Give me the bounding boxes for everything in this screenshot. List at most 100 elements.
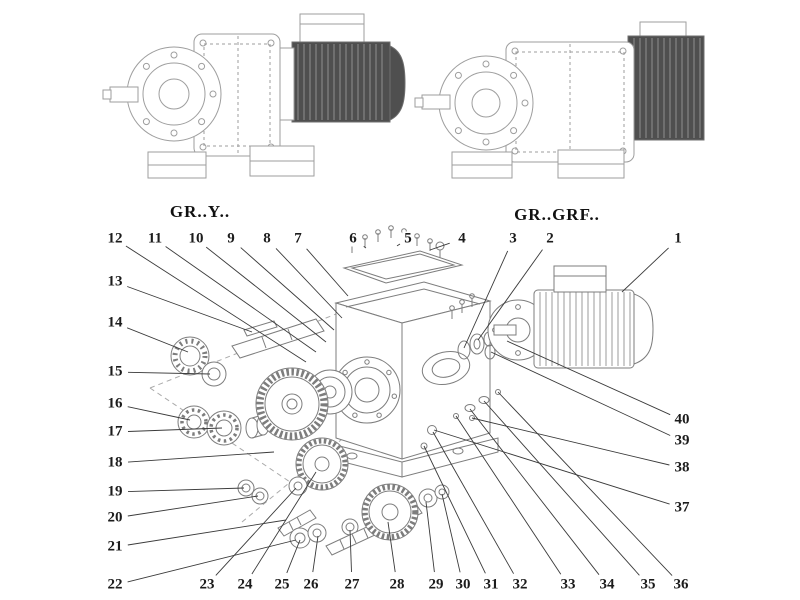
leader-line-29 bbox=[425, 501, 435, 573]
leader-line-7 bbox=[306, 248, 349, 297]
part-callout-9: 9 bbox=[225, 230, 237, 247]
part-callout-33: 33 bbox=[558, 576, 578, 593]
part-callout-25: 25 bbox=[272, 576, 292, 593]
part-callout-11: 11 bbox=[145, 230, 165, 247]
leader-line-12 bbox=[125, 245, 307, 363]
part-callout-17: 17 bbox=[105, 423, 125, 440]
part-callout-30: 30 bbox=[453, 576, 473, 593]
leader-line-9 bbox=[240, 247, 335, 331]
leader-line-2 bbox=[477, 249, 543, 341]
top-cover bbox=[342, 250, 464, 284]
motor-fins-icon bbox=[297, 44, 383, 120]
cover-bolts bbox=[349, 225, 433, 253]
leader-line-6 bbox=[363, 246, 367, 249]
bearings bbox=[177, 405, 270, 446]
leader-line-18 bbox=[127, 451, 275, 463]
leader-line-40 bbox=[506, 340, 671, 416]
part-callout-35: 35 bbox=[638, 576, 658, 593]
model-label-gr-y: GR..Y.. bbox=[169, 202, 231, 221]
leader-line-37 bbox=[433, 429, 670, 505]
part-callout-34: 34 bbox=[597, 576, 617, 593]
leader-line-10 bbox=[205, 246, 327, 343]
leader-line-14 bbox=[126, 327, 189, 353]
part-callout-13: 13 bbox=[105, 273, 125, 290]
part-callout-18: 18 bbox=[105, 454, 125, 471]
leader-line-26 bbox=[312, 535, 319, 573]
part-callout-7: 7 bbox=[292, 230, 304, 247]
output-shaft-assembly bbox=[289, 483, 450, 556]
leader-line-8 bbox=[275, 248, 343, 319]
output-shaft bbox=[109, 86, 139, 103]
gr-grf-assembly-drawing bbox=[414, 21, 705, 179]
gr-y-assembly-drawing bbox=[102, 13, 406, 179]
part-callout-26: 26 bbox=[301, 576, 321, 593]
leader-line-11 bbox=[165, 246, 317, 353]
leader-line-32 bbox=[432, 431, 514, 574]
part-callout-21: 21 bbox=[105, 538, 125, 555]
intermediate-pinion bbox=[277, 509, 317, 537]
fan-cover bbox=[627, 35, 705, 141]
leader-line-15 bbox=[127, 371, 211, 375]
part-callout-39: 39 bbox=[672, 432, 692, 449]
part-callout-31: 31 bbox=[481, 576, 501, 593]
part-callout-27: 27 bbox=[342, 576, 362, 593]
leader-line-33 bbox=[455, 415, 562, 575]
part-callout-32: 32 bbox=[510, 576, 530, 593]
leader-lines bbox=[125, 242, 673, 583]
intermediate-gear bbox=[295, 437, 349, 491]
part-callout-8: 8 bbox=[261, 230, 273, 247]
part-callout-2: 2 bbox=[544, 230, 556, 247]
coupling-parts bbox=[449, 293, 495, 360]
leader-line-16 bbox=[127, 406, 191, 421]
part-callout-38: 38 bbox=[672, 459, 692, 476]
leader-line-28 bbox=[387, 521, 396, 573]
input-shaft-assembly bbox=[170, 318, 325, 387]
leader-line-30 bbox=[441, 493, 461, 573]
leader-line-19 bbox=[127, 487, 245, 493]
leader-line-4 bbox=[429, 242, 450, 251]
large-gear bbox=[255, 367, 329, 441]
leader-line-3 bbox=[463, 250, 509, 349]
motor-fins-icon bbox=[539, 292, 631, 366]
part-callout-29: 29 bbox=[426, 576, 446, 593]
part-callout-19: 19 bbox=[105, 483, 125, 500]
part-callout-1: 1 bbox=[672, 230, 684, 247]
part-callout-36: 36 bbox=[671, 576, 691, 593]
leader-line-24 bbox=[251, 471, 317, 575]
leader-line-35 bbox=[483, 400, 640, 576]
gears bbox=[237, 367, 353, 505]
part-callout-12: 12 bbox=[105, 230, 125, 247]
leader-line-25 bbox=[286, 539, 301, 574]
part-callout-20: 20 bbox=[105, 509, 125, 526]
motor-body bbox=[291, 41, 391, 123]
part-callout-40: 40 bbox=[672, 411, 692, 428]
part-callout-10: 10 bbox=[186, 230, 206, 247]
leader-line-23 bbox=[215, 487, 297, 576]
part-callout-15: 15 bbox=[105, 363, 125, 380]
part-callout-22: 22 bbox=[105, 576, 125, 593]
leader-line-27 bbox=[349, 529, 352, 573]
model-label-gr-grf: GR..GRF.. bbox=[514, 205, 600, 224]
gear-housing bbox=[319, 281, 499, 478]
part-callout-6: 6 bbox=[347, 230, 359, 247]
part-callout-28: 28 bbox=[387, 576, 407, 593]
exploded-view-drawing bbox=[149, 225, 654, 556]
part-callout-23: 23 bbox=[197, 576, 217, 593]
output-shaft bbox=[421, 94, 451, 110]
leader-line-34 bbox=[469, 408, 600, 575]
leader-line-5 bbox=[396, 243, 401, 247]
electric-motor bbox=[487, 265, 654, 369]
leader-line-20 bbox=[127, 495, 259, 517]
part-callout-24: 24 bbox=[235, 576, 255, 593]
part-callout-16: 16 bbox=[105, 395, 125, 412]
part-callout-14: 14 bbox=[105, 314, 125, 331]
leader-line-39 bbox=[490, 351, 671, 436]
bore-bolt-holes bbox=[337, 359, 397, 418]
part-callout-5: 5 bbox=[402, 230, 414, 247]
leader-line-36 bbox=[497, 391, 673, 576]
part-callout-4: 4 bbox=[456, 230, 468, 247]
part-callout-37: 37 bbox=[672, 499, 692, 516]
leader-line-31 bbox=[423, 445, 486, 574]
